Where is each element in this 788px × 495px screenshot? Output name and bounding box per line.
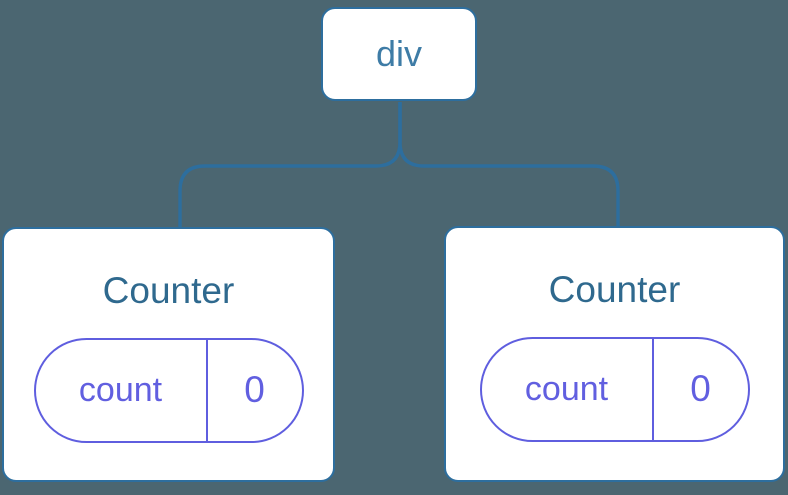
- component-card-counter-right: Counter count 0: [444, 226, 785, 482]
- connector-root-to-left-child: [178, 102, 402, 229]
- state-pill: count 0: [479, 336, 750, 442]
- state-pill: count 0: [33, 337, 304, 443]
- state-value: 0: [205, 339, 302, 441]
- component-card-counter-left: Counter count 0: [2, 227, 335, 482]
- state-value: 0: [651, 338, 748, 440]
- state-key: count: [524, 369, 609, 408]
- root-node: div: [321, 7, 477, 101]
- component-title: Counter: [102, 270, 235, 311]
- state-key: count: [78, 370, 163, 409]
- component-title: Counter: [548, 269, 681, 310]
- root-node-label: div: [375, 33, 423, 74]
- connector-root-to-right-child: [398, 102, 620, 228]
